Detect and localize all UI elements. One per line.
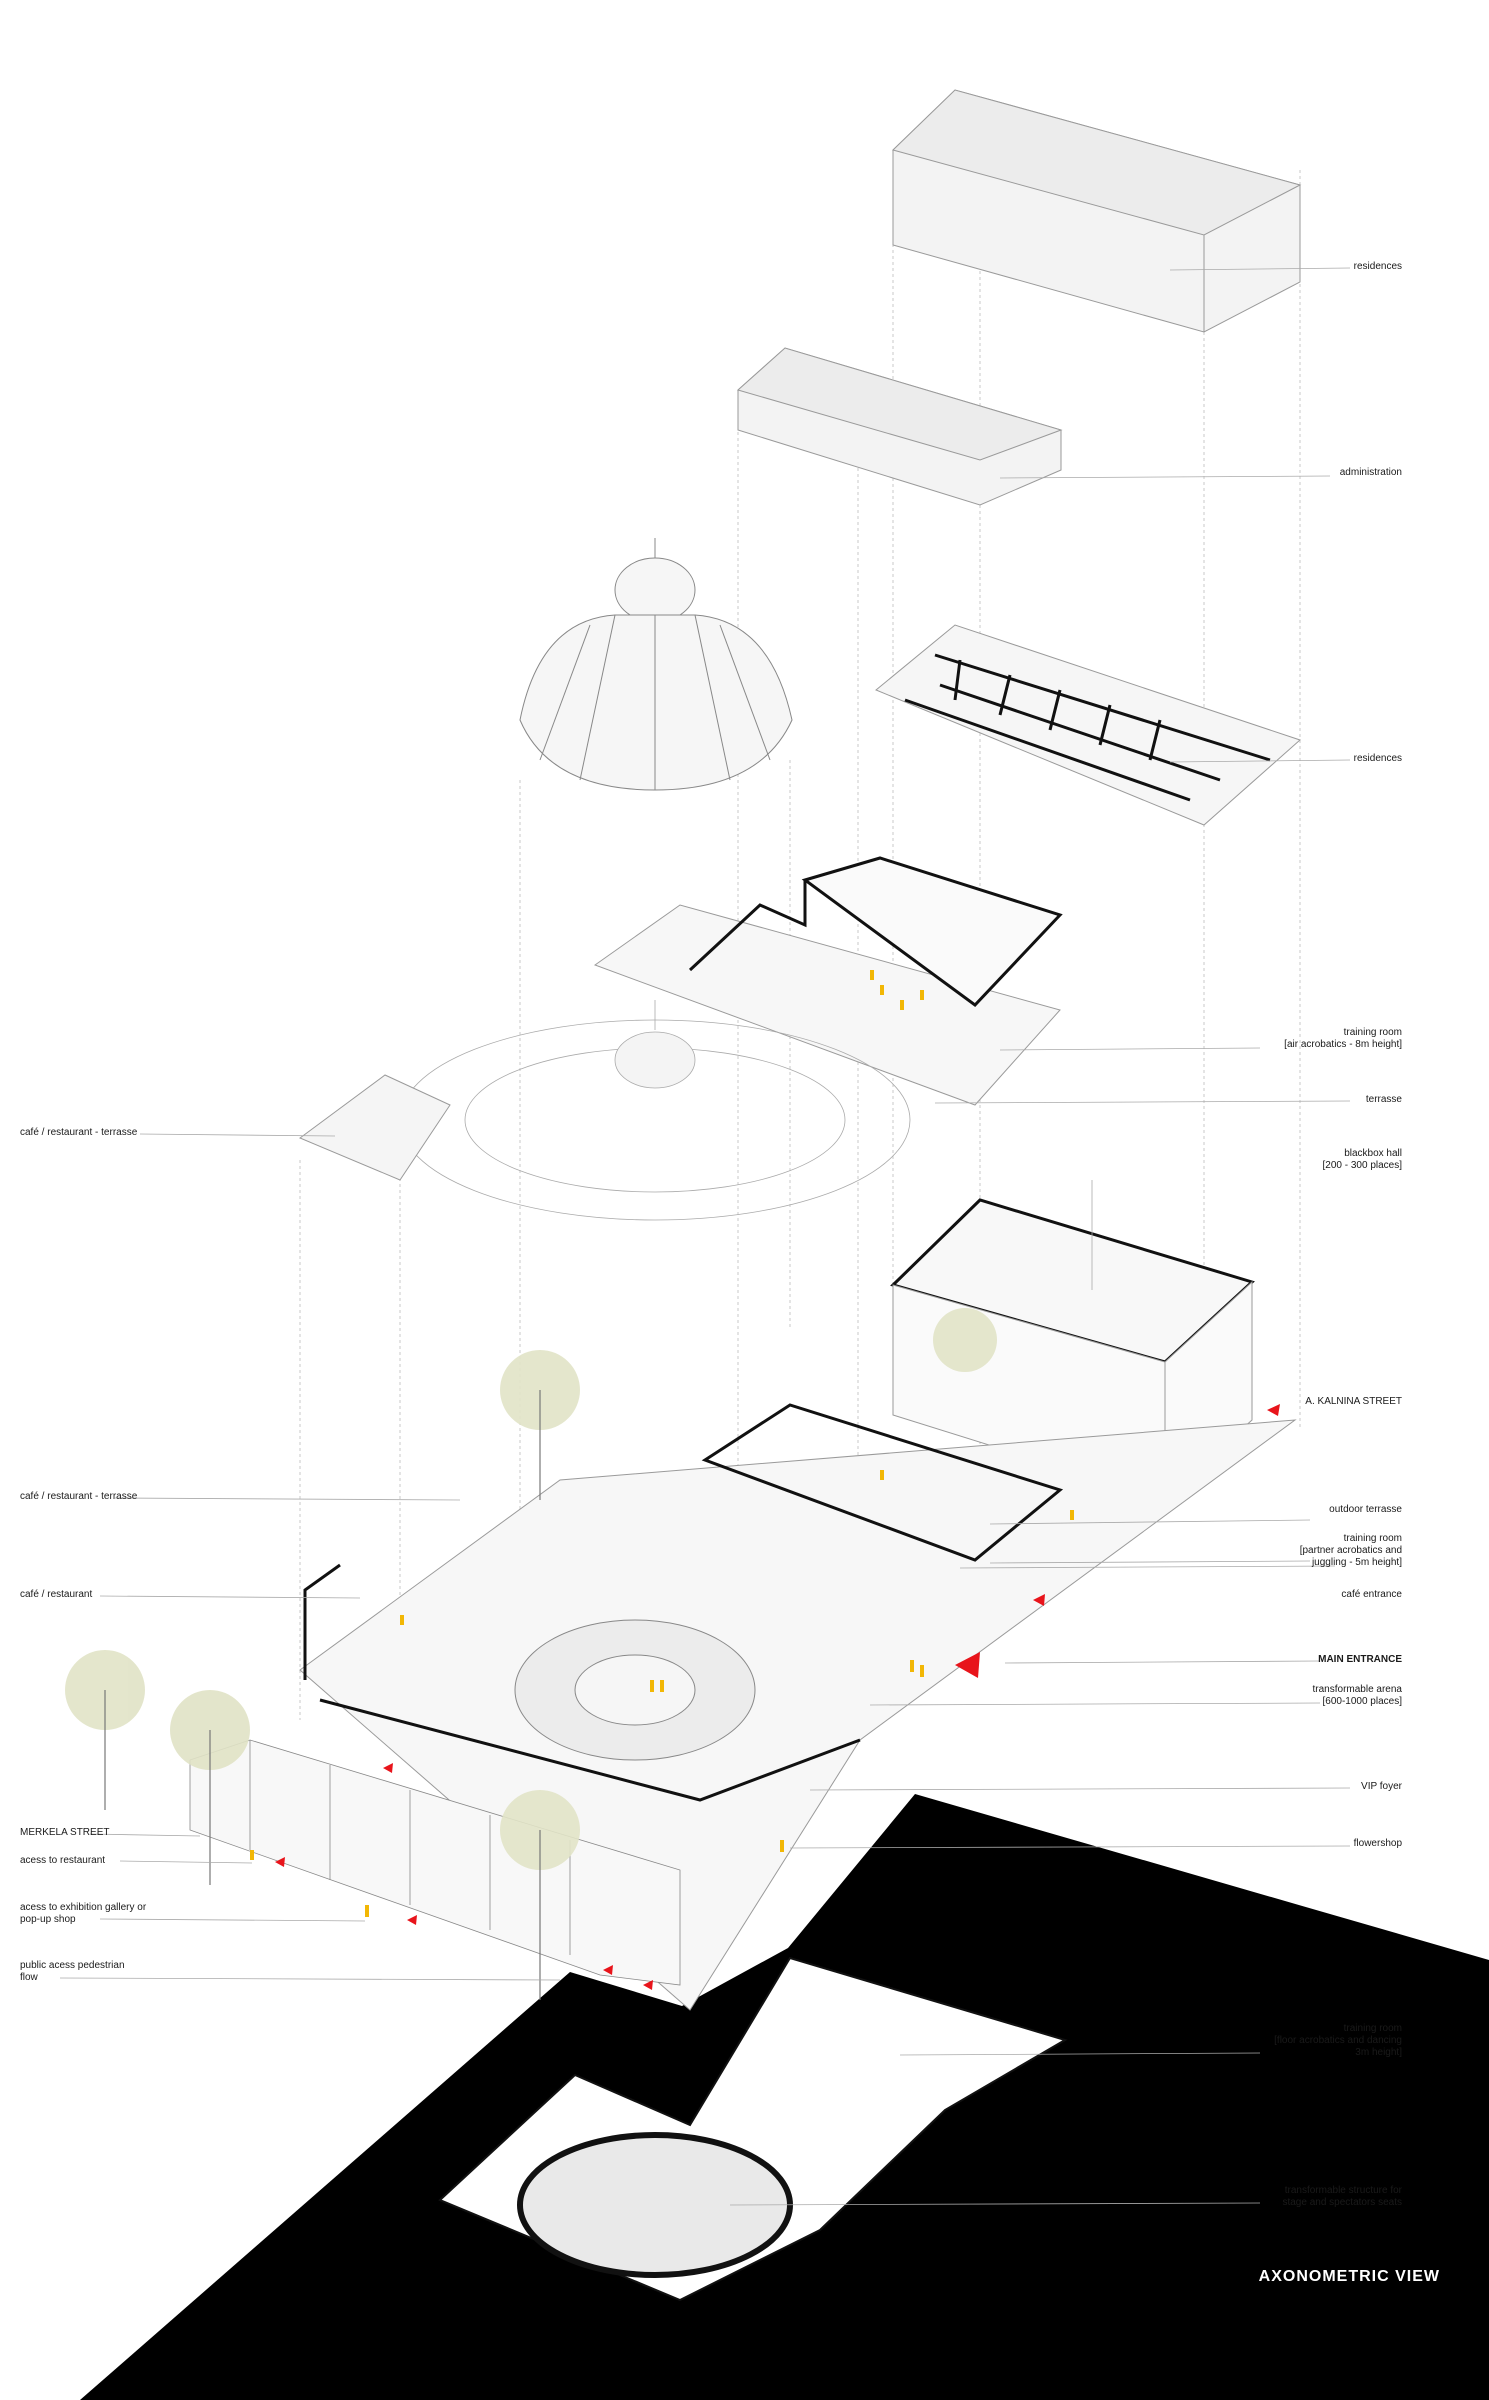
label-cafe-entrance: café entrance <box>1341 1589 1402 1600</box>
people-figures <box>250 970 1074 1917</box>
label-administration: administration <box>1339 467 1402 478</box>
label-outdoor-terrasse: outdoor terrasse <box>1329 1504 1402 1515</box>
label-merkela-street: MERKELA STREET <box>20 1827 110 1838</box>
facade-walls <box>303 1403 1064 1802</box>
entrance-arrows <box>275 1404 1280 1990</box>
label-training-room-floor: training room[floor acrobatics and danci… <box>1274 2023 1402 2058</box>
label-access-restaurant: acess to restaurant <box>20 1855 106 1866</box>
label-blackbox-hall: blackbox hall[200 - 300 places] <box>1322 1148 1403 1171</box>
label-residences-top: residences <box>1353 261 1402 272</box>
label-transformable-arena: transformable arena[600-1000 places] <box>1312 1684 1403 1707</box>
label-main-entrance: MAIN ENTRANCE <box>1318 1654 1402 1665</box>
tree-trunks <box>104 1390 541 2000</box>
label-cafe-terrasse-upper: café / restaurant - terrasse <box>20 1127 138 1138</box>
residences-floor-plan <box>875 624 1301 826</box>
label-terrasse: terrasse <box>1365 1094 1402 1105</box>
diagram-title: AXONOMETRIC VIEW <box>1258 2268 1440 2285</box>
residences-volume <box>892 89 1302 333</box>
training-air-level <box>593 856 1063 1106</box>
cafe-terrasse-volume <box>298 1074 451 1181</box>
label-training-room-air: training room[air acrobatics - 8m height… <box>1284 1027 1402 1050</box>
arena <box>514 1619 756 1761</box>
label-cafe-terrasse-lower: café / restaurant - terrasse <box>20 1491 138 1502</box>
label-kalnina-street: A. KALNINA STREET <box>1305 1396 1402 1407</box>
label-cafe-restaurant: café / restaurant <box>20 1589 93 1600</box>
administration-volume <box>736 347 1063 506</box>
label-vip-foyer: VIP foyer <box>1361 1781 1402 1792</box>
basement-plan <box>438 1956 1068 2302</box>
label-flowershop: flowershop <box>1353 1838 1402 1849</box>
historic-facade <box>189 1739 681 1986</box>
upper-dome <box>519 538 793 791</box>
label-residences-floor: residences <box>1353 753 1402 764</box>
leader-lines <box>59 267 1351 2206</box>
